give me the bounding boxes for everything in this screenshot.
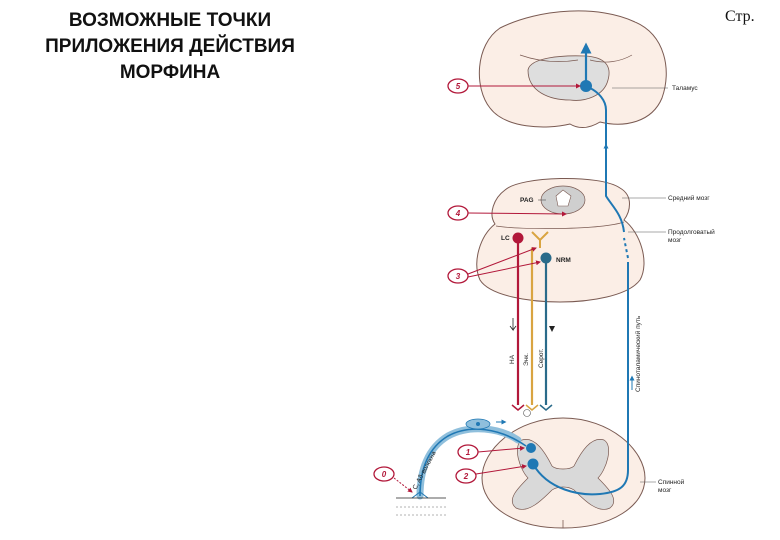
site-4-number: 4 (455, 209, 461, 218)
label-fibers: C, Aδ-волокна (412, 450, 438, 491)
lc-nucleus (512, 232, 524, 244)
label-spinal-1: Спинной (658, 478, 685, 486)
label-pag: PAG (520, 197, 534, 204)
slide-title: ВОЗМОЖНЫЕ ТОЧКИ ПРИЛОЖЕНИЯ ДЕЙСТВИЯ МОРФ… (0, 8, 340, 86)
title-line-2: ПРИЛОЖЕНИЯ ДЕЙСТВИЯ (45, 36, 295, 57)
nrm-nucleus (540, 252, 552, 264)
label-medulla-2: мозг (668, 237, 682, 244)
site-3-badge (447, 268, 469, 284)
site-1-arrow (477, 445, 525, 453)
midbrain-medulla-border (495, 221, 625, 229)
nociceptor-ending (411, 491, 429, 499)
site-5-number: 5 (456, 82, 461, 91)
site-2-badge (455, 468, 477, 484)
label-midbrain: Средний мозг (668, 194, 710, 202)
label-thalamus: Таламус (672, 85, 698, 92)
label-spinal-2: мозг (658, 487, 672, 494)
na-terminal (511, 404, 525, 411)
serot-terminal (539, 404, 553, 411)
enkephalin-interneuron (531, 231, 549, 248)
label-spinothalamic-tract: Спиноталамический путь (634, 315, 642, 392)
page-label: Стр. (725, 8, 755, 25)
site-2-arrow (475, 464, 527, 475)
enk-terminal (525, 404, 539, 411)
spinal-grey-matter (511, 439, 615, 510)
ganglion-cell (476, 422, 480, 426)
label-medulla-1: Продолговатый (668, 228, 715, 236)
aqueduct (555, 189, 572, 207)
primary-afferent-fiber (419, 428, 527, 497)
label-serot: Серот. (538, 348, 545, 368)
site-3-number: 3 (456, 272, 461, 281)
site-3-arrow-b (467, 260, 541, 278)
site-2-number: 2 (463, 472, 469, 481)
descending-arrow-right (549, 326, 555, 332)
title-line-3: МОРФИНА (119, 62, 221, 83)
label-enk: Энк. (523, 353, 530, 366)
site-0-badge (373, 466, 395, 482)
thalamus-fold (519, 54, 579, 62)
site-0-number: 0 (382, 470, 387, 479)
thalamus-fold (589, 54, 633, 63)
label-nrm: NRM (556, 257, 571, 264)
dorsal-horn-neuron-1 (526, 443, 536, 453)
title-line-1: ВОЗМОЖНЫЕ ТОЧКИ (68, 10, 272, 31)
spinothalamic-tract (532, 262, 629, 496)
synapse-marker (523, 409, 531, 417)
site-1-number: 1 (466, 448, 471, 457)
label-lc: LC (501, 235, 510, 242)
site-3-arrow-a (467, 247, 537, 275)
site-0-arrow (393, 477, 413, 493)
descending-arrow-left (509, 318, 517, 332)
site-4-arrow (467, 211, 567, 217)
label-na: НА (509, 354, 516, 364)
